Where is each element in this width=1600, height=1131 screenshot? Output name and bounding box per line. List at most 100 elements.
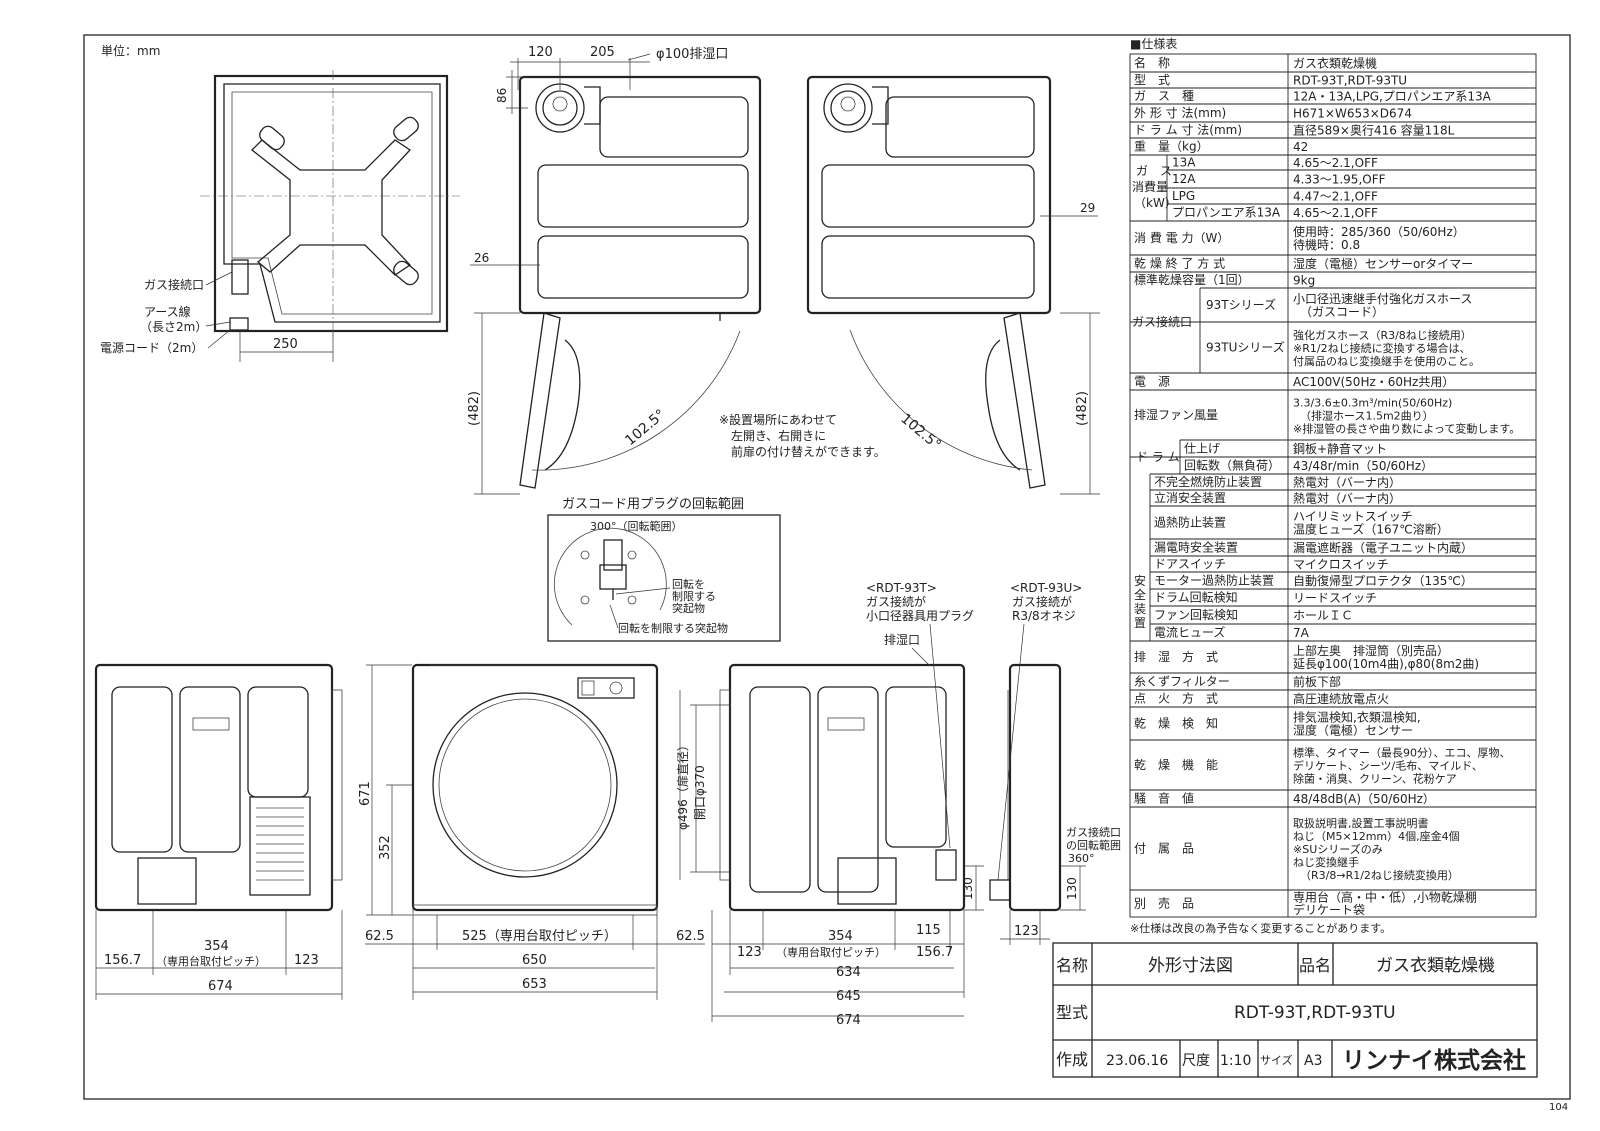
dim-29: 29: [1080, 201, 1095, 215]
spec-value: （ガスコード）: [1300, 305, 1384, 319]
plug-rotate-bottom: 回転を制限する突起物: [618, 621, 728, 635]
note-rdt93u-3: R3/8オネジ: [1012, 609, 1076, 623]
angle-right: 102.5°: [897, 411, 943, 454]
spec-value: 鋼板+静音マット: [1293, 441, 1387, 456]
title-block: 名称 外形寸法図 品名 ガス衣類乾燥機 型式 RDT-93T,RDT-93TU …: [1052, 942, 1538, 1078]
spec-value: マイクロスイッチ: [1293, 558, 1389, 572]
note-exhaust-port: 排湿口: [884, 632, 920, 647]
spec-value: 42: [1293, 140, 1308, 154]
tb-name-value: 外形寸法図: [1148, 956, 1233, 976]
spec-value: ハイリミットスイッチ: [1293, 510, 1413, 524]
spec-value: AC100V(50Hz・60Hz共用）: [1293, 375, 1454, 389]
plug-rotate-3: 突起物: [672, 601, 705, 615]
narrow-side-view: 130 123: [989, 663, 1086, 945]
spec-value: 湿度（電極）センサー: [1293, 723, 1413, 738]
spec-value: 延長φ100(10m4曲),φ80(8m2曲): [1293, 657, 1479, 671]
spec-label: 別 売 品: [1134, 896, 1194, 911]
spec-label: 立消安全装置: [1154, 490, 1226, 505]
rear-view: 156.7 354 （専用台取付ピッチ） 123 674: [94, 663, 343, 1000]
spec-value: （R3/8→R1/2ねじ接続変換用）: [1300, 868, 1459, 882]
angle-left: 102.5°: [622, 407, 668, 450]
spec-label: 型 式: [1134, 73, 1170, 87]
spec-value: H671×W653×D674: [1293, 107, 1412, 121]
label-gas-inlet: ガス接続口: [144, 277, 204, 292]
spec-value: ねじ変換継手: [1293, 855, 1359, 869]
label-duct: φ100排湿口: [656, 47, 728, 62]
spec-value: 小口径迅速継手付強化ガスホース: [1293, 291, 1472, 306]
tb-scale-label: 尺度: [1182, 1053, 1210, 1069]
spec-value: 上部左奥 排湿筒（別売品）: [1293, 643, 1449, 658]
spec-group-safety-3: 装: [1134, 602, 1146, 616]
label-earth-1: アース線: [144, 304, 191, 319]
spec-value: （排湿ホース1.5m2曲り）: [1300, 409, 1434, 423]
dim-120: 120: [528, 45, 553, 60]
spec-label: 電 源: [1134, 375, 1170, 389]
note-gas-port-360-1: ガス接続口: [1066, 825, 1121, 839]
spec-label: 名 称: [1134, 55, 1170, 70]
dim-653: 653: [522, 977, 547, 992]
plug-rotate-1: 回転を: [672, 578, 705, 591]
spec-value: 熱電対（バーナ内）: [1293, 476, 1401, 490]
note-door-swap-3: 前扉の付け替えができます。: [731, 444, 886, 459]
spec-value: 強化ガスホース（R3/8ねじ接続用）: [1293, 328, 1472, 342]
tb-size-label: サイズ: [1260, 1053, 1293, 1067]
spec-value: 9kg: [1293, 274, 1315, 288]
note-door-swap-1: ※設置場所にあわせて: [719, 412, 837, 427]
top-view: 250 ガス接続口 アース線 （長さ2m） 電源コード（2m）: [100, 70, 460, 362]
note-rdt93u-2: ガス接続が: [1012, 594, 1072, 609]
tb-company: リンナイ株式会社: [1342, 1047, 1526, 1074]
spec-heading: ■仕様表: [1130, 37, 1177, 51]
spec-label: 付 属 品: [1134, 842, 1194, 856]
dim-354-b: 354: [828, 929, 853, 944]
dim-123-c: 123: [1014, 924, 1039, 939]
spec-label: 排 湿 方 式: [1134, 649, 1218, 664]
note-rdt93t-1: <RDT-93T>: [866, 581, 937, 595]
spec-value: 高圧連続放電点火: [1293, 691, 1389, 706]
dim-door-open: 開口φ370: [693, 765, 707, 820]
spec-value: 4.65～2.1,OFF: [1293, 156, 1378, 170]
spec-value: 熱電対（バーナ内）: [1293, 492, 1401, 506]
dim-86: 86: [495, 88, 509, 103]
spec-label: 乾 燥 終 了 方 式: [1134, 256, 1225, 271]
note-rdt93u-1: <RDT-93U>: [1010, 581, 1082, 595]
label-power-cord: 電源コード（2m）: [100, 341, 203, 355]
tb-model-label: 型式: [1056, 1003, 1088, 1022]
dim-645: 645: [836, 989, 861, 1004]
tb-created-value: 23.06.16: [1106, 1053, 1168, 1069]
spec-value: 標準、タイマー（最長90分）、エコ、厚物、: [1293, 746, 1511, 760]
spec-label: 過熱防止装置: [1154, 515, 1226, 530]
drawing-frame: [83, 34, 1571, 1100]
tb-size-value: A3: [1304, 1053, 1322, 1069]
spec-label: 点 火 方 式: [1134, 691, 1218, 706]
spec-label: 重 量（kg）: [1134, 140, 1209, 154]
dim-pitch-b: （専用台取付ピッチ）: [776, 945, 886, 959]
dim-674-b: 674: [836, 1013, 861, 1028]
spec-label: 回転数（無負荷）: [1184, 458, 1280, 473]
spec-value: 4.47～2.1,OFF: [1293, 190, 1378, 204]
spec-value: ※SUシリーズのみ: [1293, 842, 1383, 856]
spec-label: LPG: [1172, 189, 1195, 203]
spec-group-drum: ド ラ ム: [1136, 450, 1180, 464]
dim-354-a: 354: [204, 939, 229, 954]
spec-label: 電流ヒューズ: [1154, 625, 1225, 640]
dim-62-5-a: 62.5: [365, 929, 394, 944]
side-view-bottom: φ496（扉直径） 開口φ370 130 123 354 （専用台取付ピッチ） …: [676, 663, 984, 1028]
spec-label: 標準乾燥容量（1回）: [1134, 272, 1250, 287]
spec-value: 待機時：0.8: [1293, 237, 1360, 252]
note-gas-port-360-3: 360°: [1068, 852, 1095, 865]
dim-482-left: (482): [467, 391, 482, 426]
spec-label: 12A: [1172, 172, 1196, 186]
spec-label: ドラム回転検知: [1154, 591, 1238, 605]
dim-156-7-b: 156.7: [916, 945, 953, 960]
spec-value: 温度ヒューズ（167℃溶断）: [1293, 522, 1449, 537]
dim-pitch-a: （専用台取付ピッチ）: [156, 954, 266, 968]
spec-value: リードスイッチ: [1293, 591, 1377, 605]
dim-650: 650: [522, 953, 547, 968]
spec-value: 湿度（電極）センサーorタイマー: [1293, 256, 1473, 271]
spec-value: 43/48r/min（50/60Hz）: [1293, 459, 1433, 473]
spec-value: 排気温検知,衣類温検知,: [1293, 710, 1421, 725]
dim-123-b: 123: [737, 945, 762, 960]
page-number: 104: [1549, 1102, 1568, 1113]
note-door-swap-2: 左開き、右開きに: [731, 428, 826, 443]
